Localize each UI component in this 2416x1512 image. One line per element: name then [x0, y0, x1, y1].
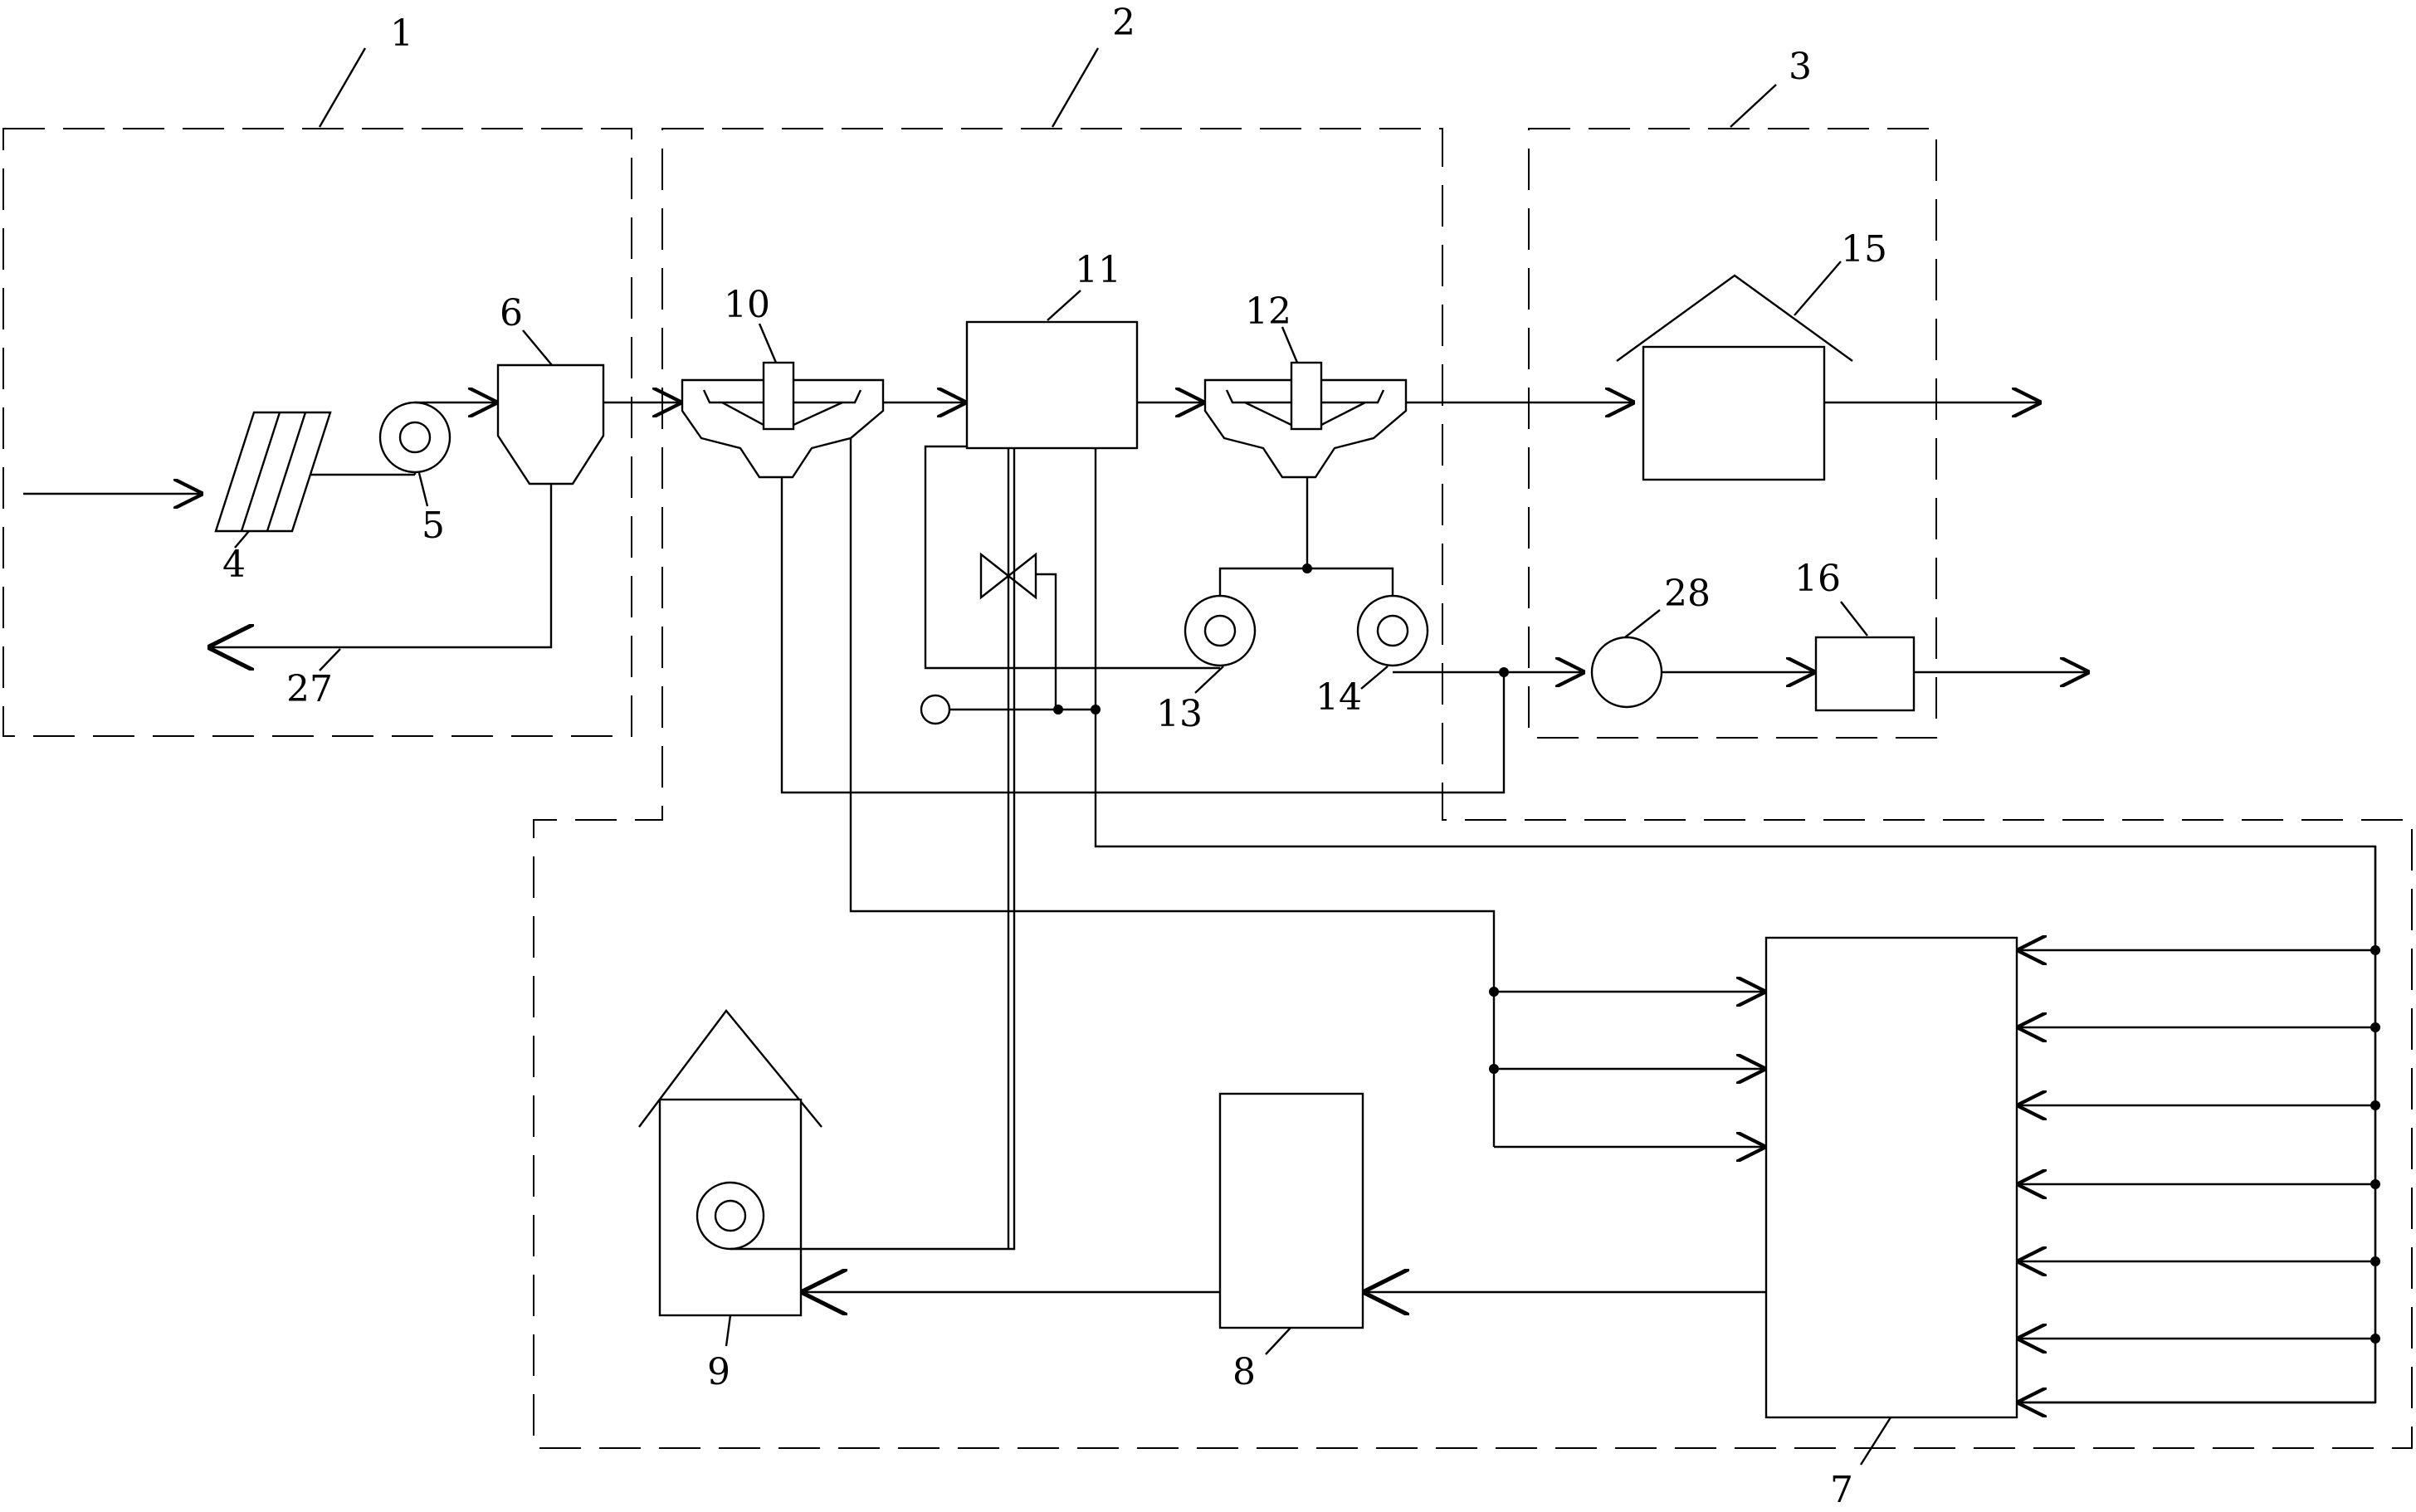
- meter-28: [1590, 636, 1663, 709]
- label-part-27: 27: [286, 668, 333, 710]
- grit-chamber-6: [496, 363, 605, 485]
- label-part-5: 5: [422, 505, 445, 547]
- part-10-leader: [758, 323, 778, 363]
- part-27-leader: [319, 648, 341, 671]
- label-part-12: 12: [1245, 290, 1291, 333]
- part-9-leader: [725, 1314, 732, 1347]
- valve: [979, 552, 1057, 707]
- region-2-boundary: [533, 128, 2413, 1449]
- pump-13: [1184, 594, 1257, 667]
- region-3-boundary: [1528, 128, 1937, 739]
- building-15: [1616, 274, 1853, 481]
- label-part-11: 11: [1075, 249, 1121, 291]
- label-part-14: 14: [1315, 676, 1362, 719]
- bioreactor-11: [965, 320, 1139, 450]
- part-6-leader: [522, 329, 553, 366]
- label-part-9: 9: [707, 1351, 730, 1393]
- label-part-6: 6: [500, 292, 523, 334]
- label-part-10: 10: [724, 284, 770, 326]
- label-part-16: 16: [1794, 558, 1841, 600]
- part-13-leader: [1194, 666, 1224, 694]
- sensor-probe: [920, 694, 951, 725]
- pump-14: [1356, 594, 1429, 667]
- label-part-13: 13: [1156, 693, 1203, 735]
- primary-clarifier-10: [681, 361, 885, 479]
- label-part-4: 4: [222, 544, 246, 586]
- label-region-2: 2: [1112, 2, 1135, 44]
- blower-house-9: [638, 1009, 822, 1317]
- inverter-8: [1218, 1092, 1364, 1329]
- part-15-leader: [1794, 261, 1842, 316]
- label-region-3: 3: [1789, 46, 1812, 88]
- part-4-leader: [234, 530, 250, 549]
- part-5-leader: [417, 472, 429, 507]
- screen-4: [214, 411, 332, 533]
- label-part-28: 28: [1664, 573, 1711, 615]
- part-11-leader: [1047, 290, 1081, 321]
- label-region-1: 1: [390, 12, 413, 55]
- part-7-leader: [1859, 1417, 1892, 1466]
- region-3-leader: [1730, 84, 1777, 128]
- part-28-leader: [1624, 609, 1661, 638]
- part-8-leader: [1265, 1327, 1291, 1355]
- region-2-leader: [1051, 47, 1100, 128]
- label-part-8: 8: [1232, 1351, 1256, 1393]
- part-14-leader: [1360, 666, 1389, 690]
- part-16-leader: [1840, 601, 1868, 637]
- label-part-7: 7: [1830, 1469, 1853, 1511]
- label-part-15: 15: [1841, 228, 1887, 271]
- secondary-clarifier-12: [1203, 361, 1408, 479]
- controller-7: [1764, 936, 2018, 1419]
- part-12-leader: [1281, 326, 1299, 363]
- pump-5: [378, 401, 451, 474]
- grit-discharge-27: [207, 484, 553, 647]
- region-1-boundary: [2, 128, 632, 737]
- unit-16: [1814, 636, 1916, 712]
- region-1-leader: [318, 47, 367, 128]
- return-sludge-line: [924, 445, 1220, 670]
